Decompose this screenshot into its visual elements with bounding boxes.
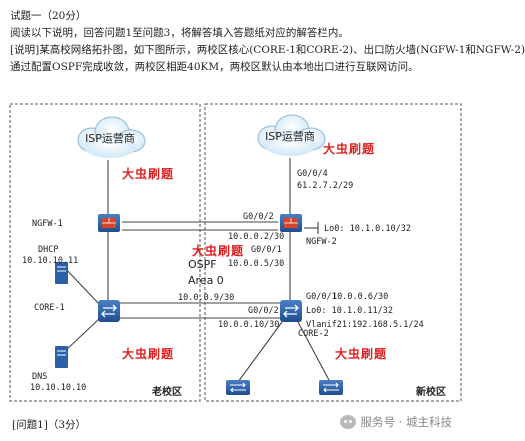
watermark-1: 大虫刷题 <box>122 166 174 181</box>
link-top-ip: 10.0.0.2/30 <box>228 232 284 242</box>
account-name: 服务号 · 城主科技 <box>360 415 452 429</box>
core2-g001-port: G0/0/1 <box>306 292 337 302</box>
watermark-5: 大虫刷题 <box>335 346 387 361</box>
description-line-2: 通过配置OSPF完成收敛，两校区相距40KM，两校区默认由本地出口进行互联网访问… <box>10 61 419 73</box>
link-bottom-ip-1: 10.0.0.9/30 <box>178 293 234 303</box>
dns-ip: 10.10.10.10 <box>30 383 86 393</box>
core2-g001-ip: 10.0.0.6/30 <box>332 292 388 302</box>
dns-server-icon <box>55 346 68 368</box>
ngfw2-loopback: Lo0: 10.1.0.10/32 <box>324 224 411 234</box>
watermark-4: 大虫刷题 <box>122 346 174 361</box>
core2-vlanif: Vlanif21:192.168.5.1/24 <box>306 320 424 330</box>
dhcp-server-icon <box>55 262 68 284</box>
core-1-label: CORE-1 <box>34 303 65 313</box>
old-campus-boundary <box>9 103 201 402</box>
core2-loopback: Lo0: 10.1.0.11/32 <box>306 306 393 316</box>
core-1-switch-icon <box>98 300 120 322</box>
network-topology-diagram: ISP运营商 ISP运营商 <box>9 103 462 402</box>
question-1-label: [问题1]（3分） <box>12 419 87 431</box>
instruction-line: 阅读以下说明，回答问题1至问题3，将解答填入答题纸对应的解答栏内。 <box>10 27 349 39</box>
access-switch-left-icon <box>226 380 250 395</box>
ngfw2-g004-port: G0/0/4 <box>297 169 328 179</box>
access-switch-right-icon <box>319 380 343 395</box>
left-cloud-label: ISP运营商 <box>85 131 135 145</box>
isp-cloud-right-icon <box>257 114 326 156</box>
dhcp-ip: 10.10.10.11 <box>22 256 78 266</box>
ngfw2-g002-port: G0/0/2 <box>243 212 274 222</box>
watermark-3: 大虫刷题 <box>192 243 244 258</box>
ngfw-2-firewall-icon <box>280 214 302 232</box>
dns-label: DNS <box>32 372 47 382</box>
ngfw-2-label: NGFW-2 <box>306 237 337 247</box>
core2-g002-port: G0/0/2 <box>248 306 279 316</box>
ospf-label: OSPF <box>188 258 217 271</box>
question-title: 试题一（20分） <box>10 10 87 22</box>
new-campus-label: 新校区 <box>416 385 446 398</box>
old-campus-label: 老校区 <box>151 385 182 398</box>
link-mid-ip: 10.0.0.5/30 <box>228 259 284 269</box>
network-links <box>62 158 331 383</box>
question-header: 试题一（20分） 阅读以下说明，回答问题1至问题3，将解答填入答题纸对应的解答栏… <box>10 8 525 76</box>
ngfw2-g004-ip: 61.2.7.2/29 <box>297 181 353 191</box>
wechat-icon <box>339 415 356 429</box>
core-2-label: CORE-2 <box>298 329 329 339</box>
new-campus-boundary <box>204 103 462 402</box>
area-label: Area 0 <box>188 274 224 287</box>
dhcp-label: DHCP <box>38 245 58 255</box>
ngfw-1-firewall-icon <box>98 214 120 232</box>
description-line: [说明]某高校网络拓扑图，如下图所示，两校区核心(CORE-1和CORE-2)、… <box>10 44 525 56</box>
right-cloud-label: ISP运营商 <box>265 129 315 143</box>
ngfw2-g001-port: G0/0/1 <box>251 245 282 255</box>
watermark-2: 大虫刷题 <box>323 141 375 156</box>
isp-cloud-left-icon <box>77 116 146 158</box>
account-watermark: 服务号 · 城主科技 <box>339 414 452 430</box>
ngfw-1-label: NGFW-1 <box>32 219 63 229</box>
link-bottom-ip-2: 10.0.0.10/30 <box>218 320 279 330</box>
core-2-switch-icon <box>280 300 302 322</box>
